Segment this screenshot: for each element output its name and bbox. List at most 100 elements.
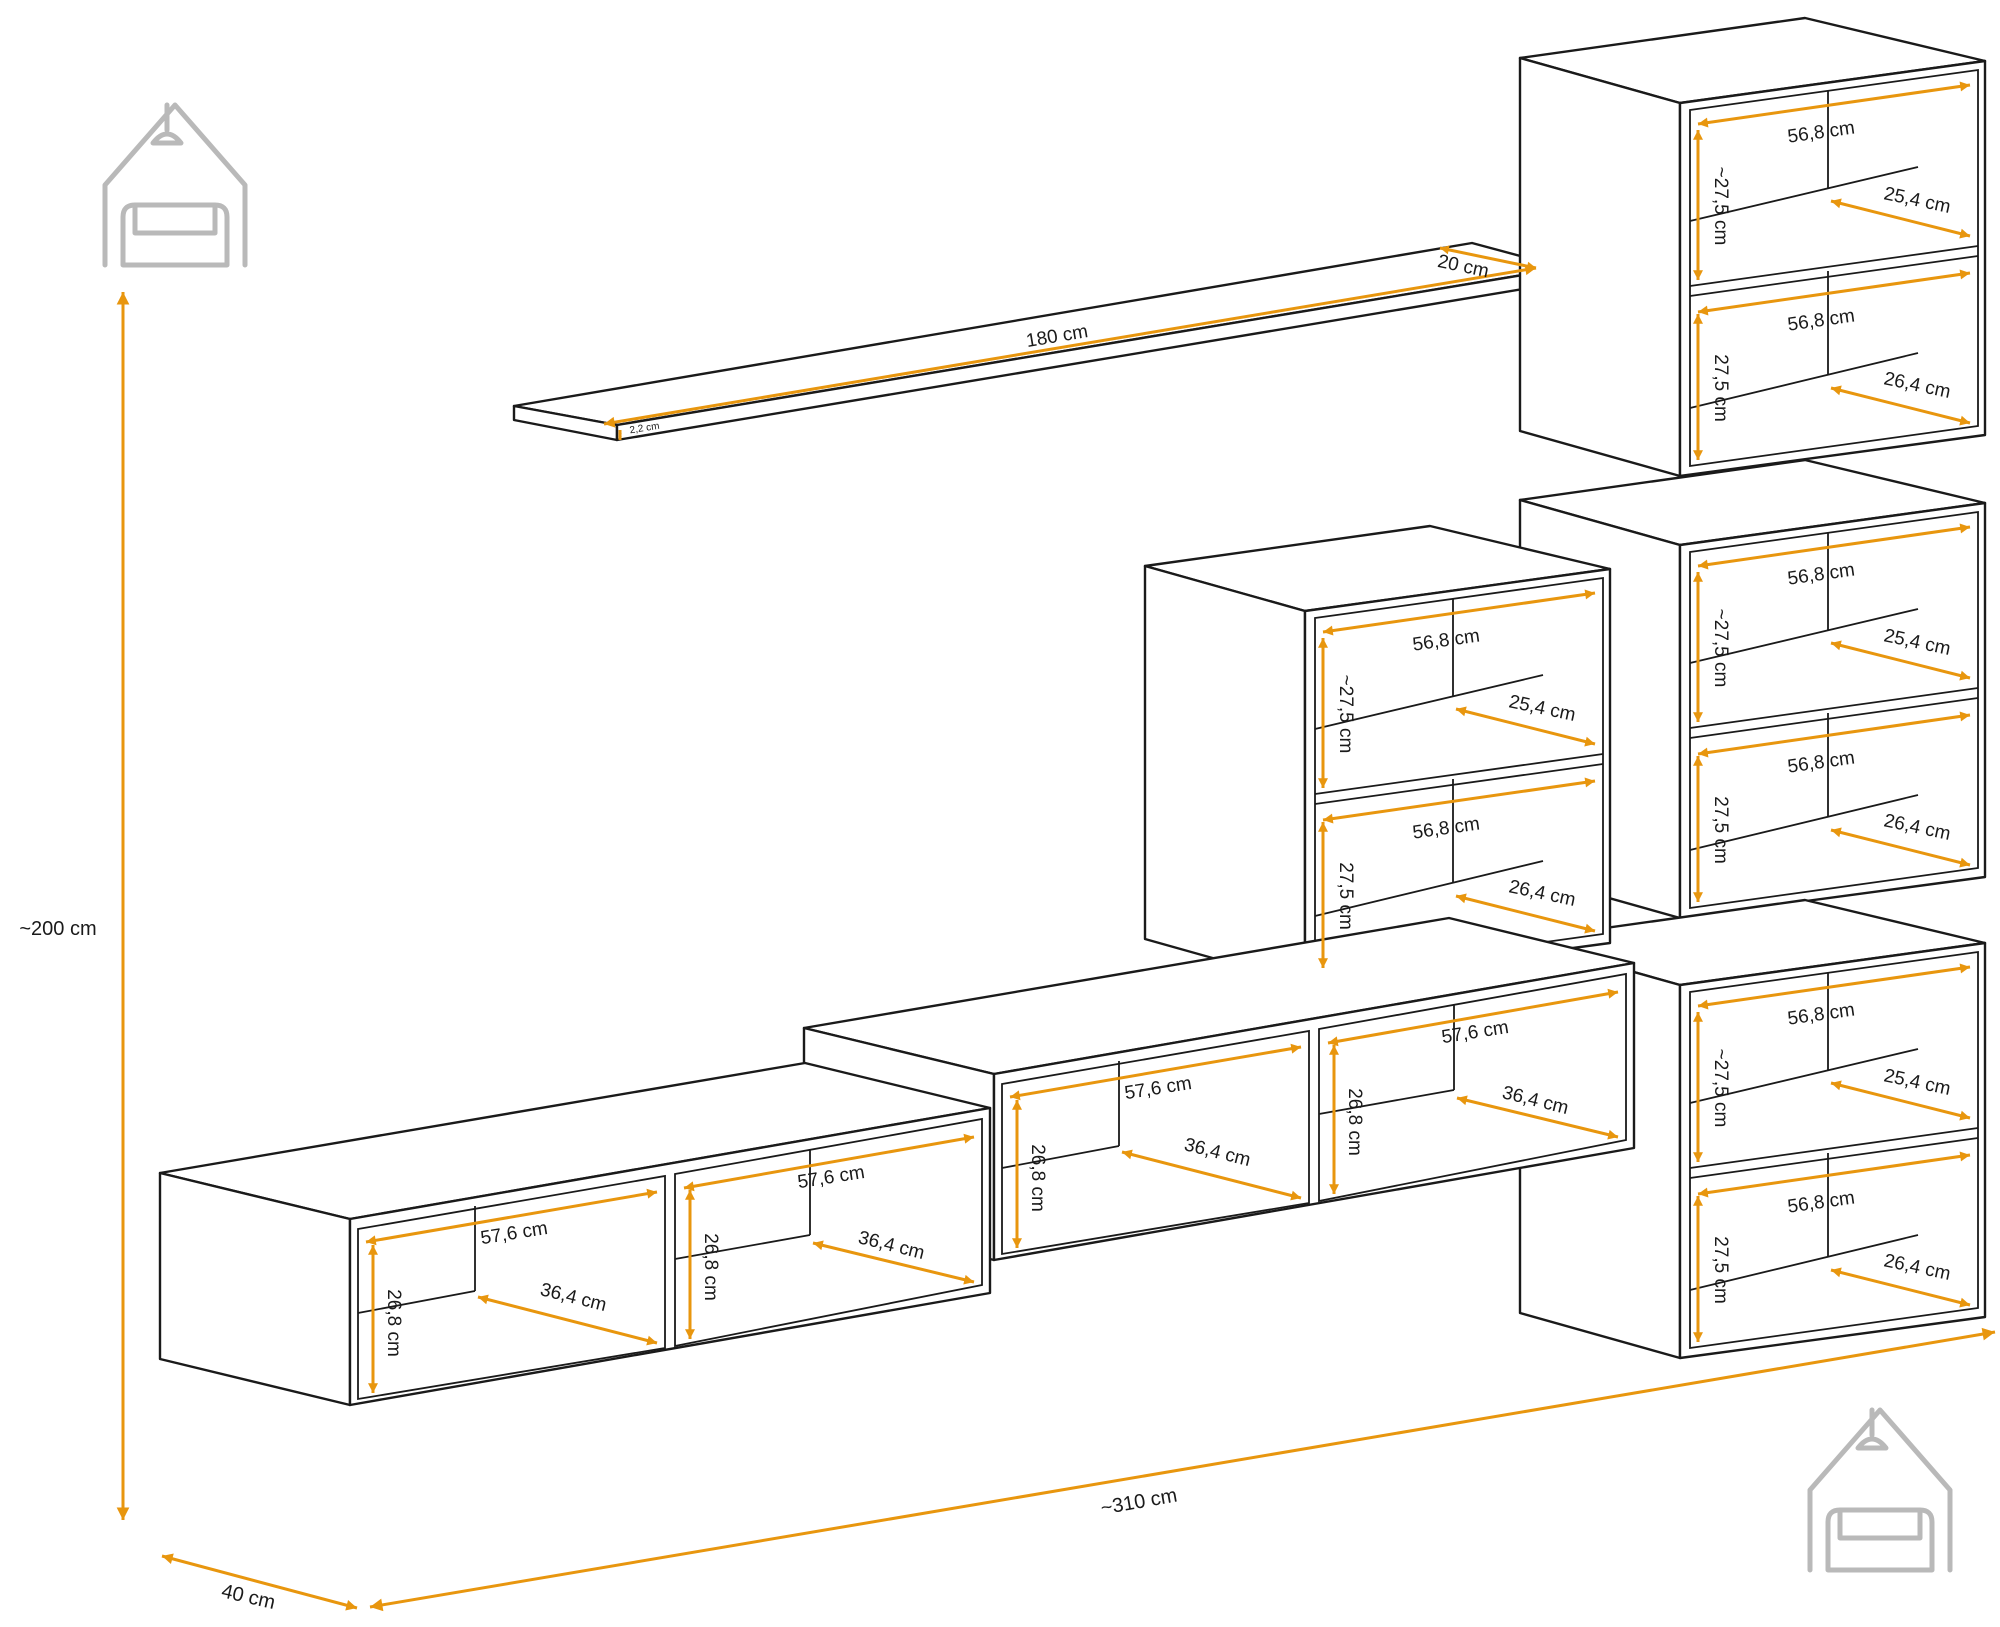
wall-cabinet-4-depth-dimension-bottom [1455,894,1596,933]
wall-cabinet-3-shelf-line-top [1689,1127,1979,1169]
wall-cabinet-1-height-dimension-top-arrowhead [1693,270,1703,280]
shelf-thickness-dimension-arrowhead [618,430,622,434]
wall-cabinet-2-width-dimension-bottom [1697,713,1971,756]
wall-cabinet-1-back-line-bottom [1689,352,1919,409]
tv-module-1-depth-dimension-left-arrowhead [646,1335,657,1346]
wall-cabinet-1-depth-dimension-bottom-arrowhead [1831,385,1842,396]
wall-cabinet-1-height-dimension-bottom-arrowhead [1693,450,1703,460]
wall-cabinet-2-width-dimension-top [1697,525,1971,568]
wall-cabinet-2-back-line-bottom [1689,794,1919,851]
wall-cabinet-2-inner-frame [1689,510,1979,910]
tv-module-1-height-dimension-right-arrowhead [685,1329,695,1339]
tv-module-1-back-line-left [357,1290,476,1314]
wall-cabinet-3-width-dimension-top [1697,965,1971,1008]
wall-cabinet-4-width-dimension-top-arrowhead [1584,589,1595,600]
wall-cabinet-2-height-label-bottom: 27,5 cm [1710,796,1731,864]
wall-cabinet-2-height-dimension-bottom-arrowhead [1693,892,1703,902]
wall-cabinet-3-depth-dimension-bottom [1830,1268,1971,1307]
overall-height-dimension-arrowhead [116,1507,130,1520]
shelf-length-dimension [603,266,1537,426]
tv-module-1-depth-dimension-right-arrowhead [813,1240,824,1251]
tv-module-2-compartment-right [1318,972,1627,1203]
wall-cabinet-3-width-dimension-bottom-arrowhead [1698,1187,1709,1198]
tv-module-1-width-dimension-right-arrowhead [684,1181,695,1192]
tv-module-2-height-label-right: 26,8 cm [1344,1088,1365,1156]
wall-cabinet-1-depth-dimension-top-arrowhead [1831,198,1842,209]
wall-cabinet-3-width-dimension-bottom-arrowhead [1959,1151,1970,1162]
wall-cabinet-4-inner-frame [1314,576,1604,976]
wall-cabinet-4-width-dimension-bottom-arrowhead [1323,813,1334,824]
wall-cabinet-3-front [1678,941,1987,1360]
tv-module-1-height-dimension-right-arrowhead [685,1190,695,1200]
wall-cabinet-2-height-dimension-top-arrowhead [1693,572,1703,582]
wall-cabinet-3-back-line-bottom [1689,1234,1919,1291]
house-sofa-logo-icon [1810,1410,1950,1570]
wall-cabinet-4-depth-dimension-top-arrowhead [1584,736,1595,747]
wall-cabinet-2-depth-dimension-bottom-arrowhead [1959,857,1970,868]
shelf-length-dimension-arrowhead [604,416,616,428]
tv-module-2-width-dimension-left [1009,1045,1302,1099]
wall-cabinet-4-front [1303,567,1612,986]
shelf-thickness-dimension-arrowhead [618,436,622,440]
wall-cabinet-1-width-dimension-bottom-arrowhead [1698,305,1709,316]
tv-module-2-height-dimension-left-arrowhead [1012,1100,1022,1110]
overall-height-label: ~200 cm [19,918,96,940]
overall-width-label: ~310 cm [1099,1485,1179,1520]
tv-module-2-depth-dimension-right-arrowhead [1607,1129,1618,1140]
wall-cabinet-2-back-line-top [1689,608,1919,664]
tv-module-2-height-dimension-left-arrowhead [1012,1238,1022,1248]
wall-cabinet-2-height-dimension-bottom-arrowhead [1693,756,1703,766]
tv-module-2-front [992,961,1636,1262]
overall-depth-dimension-arrowhead [345,1599,357,1611]
wall-cabinet-3-shelf-line-bottom [1689,1137,1979,1179]
wall-cabinet-1-width-dimension-top-arrowhead [1698,117,1709,128]
wall-cabinet-3-height-dimension-bottom-arrowhead [1693,1332,1703,1342]
wall-cabinet-2-depth-dimension-top-arrowhead [1959,670,1970,681]
tv-module-2-compartment-left [1001,1029,1310,1256]
tv-module-2-width-dimension-right-arrowhead [1328,1036,1339,1047]
tv-module-2-width-dimension-right-arrowhead [1607,988,1618,999]
wall-cabinet-4-height-label-bottom: 27,5 cm [1335,862,1356,930]
wall-cabinet-3-depth-dimension-top [1830,1081,1971,1120]
wall-cabinet-4-shelf-line-top [1314,753,1604,795]
wall-cabinet-2-shelf-line-top [1689,687,1979,729]
shelf-thickness-label: 2,2 cm [629,421,660,437]
wall-cabinet-4-back-line-bottom [1314,860,1544,917]
wall-cabinet-4-depth-dimension-top [1455,707,1596,746]
wall-cabinet-1-inner-frame [1689,68,1979,468]
wall-cabinet-2-shelf-line-bottom [1689,697,1979,739]
wall-cabinet-3-depth-dimension-top-arrowhead [1831,1080,1842,1091]
tv-module-1-height-label-left: 26,8 cm [383,1289,404,1357]
wall-cabinet-3-height-label-bottom: 27,5 cm [1710,1236,1731,1304]
wall-cabinet-4-width-dimension-top [1322,591,1596,634]
wall-cabinet-4-depth-dimension-top-arrowhead [1456,706,1467,717]
tv-module-1-compartment-right [674,1117,983,1348]
wall-cabinet-2-depth-dimension-top-arrowhead [1831,640,1842,651]
wall-cabinet-4-shelf-line-bottom [1314,763,1604,805]
wall-cabinet-4-width-dimension-bottom [1322,779,1596,822]
wall-cabinet-4-depth-dimension-bottom-arrowhead [1456,893,1467,904]
wall-cabinet-3-depth-dimension-top-arrowhead [1959,1110,1970,1121]
shelf-depth-dimension-arrowhead [1526,261,1536,271]
wall-cabinet-2-width-dimension-top-arrowhead [1698,559,1709,570]
tv-module-1-width-dimension-left [365,1190,658,1244]
wall-cabinet-1-width-dimension-bottom [1697,271,1971,314]
tv-module-1-depth-dimension-left-arrowhead [478,1294,489,1305]
wall-cabinet-2-width-dimension-bottom-arrowhead [1698,747,1709,758]
tv-module-2-height-dimension-right-arrowhead [1329,1184,1339,1194]
wall-cabinet-3-width-dimension-bottom [1697,1153,1971,1196]
wall-cabinet-1-width-dimension-top-arrowhead [1959,81,1970,92]
tv-module-1-back-line-right [674,1234,811,1260]
tv-module-2-height-label-left: 26,8 cm [1027,1144,1048,1212]
wall-cabinet-1-depth-dimension-top-arrowhead [1959,228,1970,239]
wall-cabinet-4-back-line-top [1314,674,1544,730]
wall-cabinet-1-width-dimension-bottom-arrowhead [1959,269,1970,280]
wall-cabinet-4-width-dimension-top-arrowhead [1323,625,1334,636]
tv-module-1-depth-dimension-right [812,1241,975,1284]
wall-cabinet-3-width-dimension-top-arrowhead [1959,963,1970,974]
wall-cabinet-4-height-dimension-top-arrowhead [1318,778,1328,788]
wall-cabinet-2-depth-dimension-bottom-arrowhead [1831,827,1842,838]
wall-cabinet-3-height-dimension-top-arrowhead [1693,1152,1703,1162]
